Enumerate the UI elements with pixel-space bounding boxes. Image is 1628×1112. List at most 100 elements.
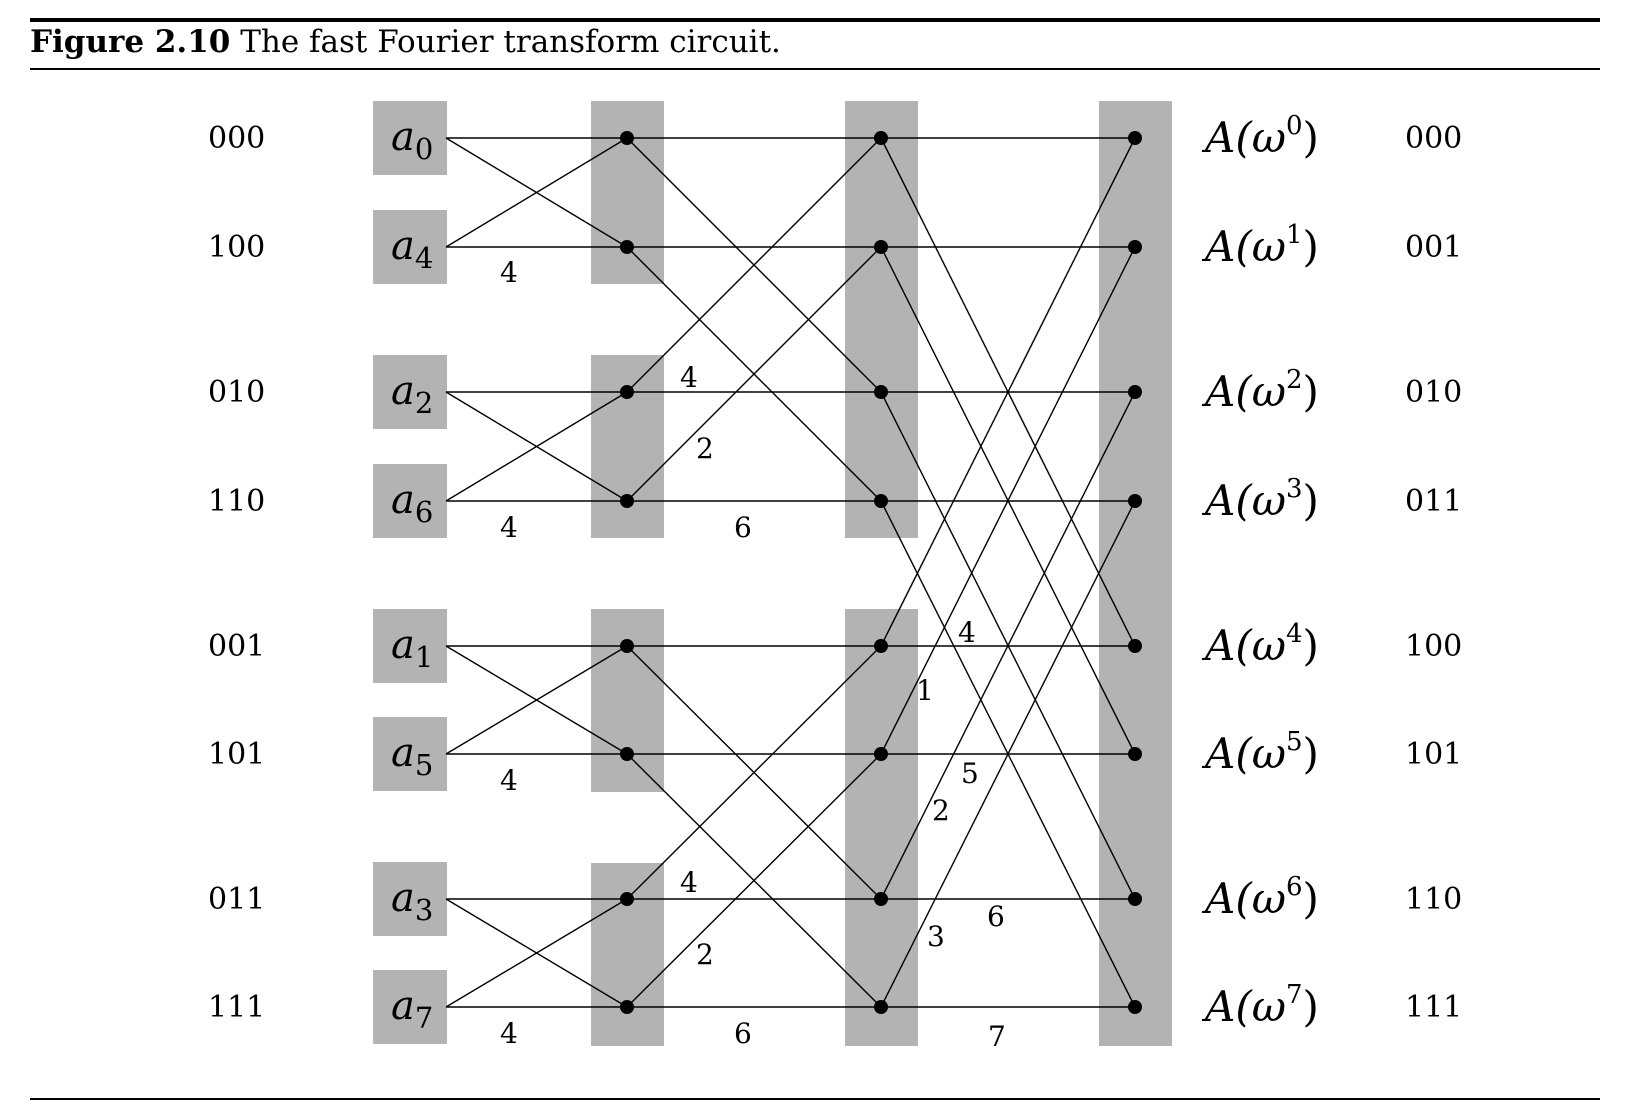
output-prefix: A(ω xyxy=(1201,113,1286,162)
output-label-1: A(ω1) xyxy=(1201,220,1319,271)
right-index-1: 001 xyxy=(1405,230,1462,265)
input-label-1: a4 xyxy=(391,223,433,275)
stage1-box-0 xyxy=(591,101,664,284)
input-label-5: a5 xyxy=(391,730,433,782)
weight-s3-0: 4 xyxy=(958,616,976,649)
node-s2-7 xyxy=(874,1000,888,1014)
input-subscript: 0 xyxy=(415,132,433,166)
input-label-0: a0 xyxy=(391,114,433,166)
left-index-2: 010 xyxy=(208,375,265,410)
node-s2-2 xyxy=(874,385,888,399)
input-base: a xyxy=(391,477,415,523)
weight-s2-0: 4 xyxy=(680,361,698,394)
left-index-1: 100 xyxy=(208,230,265,265)
input-label-7: a7 xyxy=(391,983,433,1035)
output-superscript: 0 xyxy=(1286,111,1303,141)
output-suffix: ) xyxy=(1303,621,1319,670)
right-index-7: 111 xyxy=(1405,990,1462,1025)
node-s1-2 xyxy=(620,385,634,399)
stage3-box xyxy=(1099,101,1172,1046)
figure-title: The fast Fourier transform circuit. xyxy=(230,24,781,60)
input-base: a xyxy=(391,875,415,921)
output-suffix: ) xyxy=(1303,113,1319,162)
node-s2-5 xyxy=(874,747,888,761)
right-index-0: 000 xyxy=(1405,121,1462,156)
weight-s3-1: 1 xyxy=(916,674,934,707)
output-superscript: 7 xyxy=(1286,980,1303,1010)
input-label-2: a2 xyxy=(391,368,433,420)
node-s3-1 xyxy=(1128,240,1142,254)
output-label-3: A(ω3) xyxy=(1201,474,1319,525)
output-suffix: ) xyxy=(1303,982,1319,1031)
weight-s2-2: 6 xyxy=(734,511,752,544)
wire-s3-7-cross xyxy=(880,500,1136,1008)
output-suffix: ) xyxy=(1303,729,1319,778)
output-superscript: 6 xyxy=(1286,872,1303,902)
figure-label: Figure 2.10 xyxy=(30,24,231,60)
left-index-6: 011 xyxy=(208,882,265,917)
left-index-3: 110 xyxy=(208,484,265,519)
wire-s1-3-cross xyxy=(445,391,628,502)
node-s1-3 xyxy=(620,494,634,508)
wire-s1-1-cross xyxy=(445,137,628,248)
output-prefix: A(ω xyxy=(1201,874,1286,923)
node-s3-6 xyxy=(1128,892,1142,906)
output-prefix: A(ω xyxy=(1201,982,1286,1031)
input-base: a xyxy=(391,730,415,776)
node-s1-5 xyxy=(620,747,634,761)
output-prefix: A(ω xyxy=(1201,729,1286,778)
input-box-6 xyxy=(373,862,447,936)
input-subscript: 6 xyxy=(415,495,433,529)
weight-s3-2: 5 xyxy=(961,757,979,790)
node-s1-0 xyxy=(620,131,634,145)
wire-s2-2-cross xyxy=(626,137,882,393)
node-s1-6 xyxy=(620,892,634,906)
input-box-7 xyxy=(373,970,447,1044)
top-rule xyxy=(30,18,1600,22)
stage1-box-2 xyxy=(591,609,664,792)
input-subscript: 1 xyxy=(415,640,433,674)
input-label-3: a6 xyxy=(391,477,433,529)
left-index-5: 101 xyxy=(208,737,265,772)
weight-s2-4: 2 xyxy=(696,938,714,971)
wire-s2-3-cross xyxy=(626,246,882,502)
weight-s2-3: 4 xyxy=(680,866,698,899)
figure-caption: Figure 2.10 The fast Fourier transform c… xyxy=(30,24,781,60)
wire-s2-6-cross xyxy=(626,645,882,900)
circuit-wires xyxy=(445,137,1136,1008)
stage1-box-3 xyxy=(591,863,664,1046)
output-label-0: A(ω0) xyxy=(1201,111,1319,162)
input-box-4 xyxy=(373,609,447,683)
input-box-1 xyxy=(373,210,447,284)
right-index-6: 110 xyxy=(1405,882,1462,917)
input-label-4: a1 xyxy=(391,622,433,674)
weight-s2-5: 6 xyxy=(734,1017,752,1050)
output-superscript: 5 xyxy=(1286,727,1303,757)
node-s1-7 xyxy=(620,1000,634,1014)
node-s2-1 xyxy=(874,240,888,254)
output-prefix: A(ω xyxy=(1201,476,1286,525)
stage2-box-0 xyxy=(845,101,918,538)
input-base: a xyxy=(391,368,415,414)
output-suffix: ) xyxy=(1303,222,1319,271)
left-index-0: 000 xyxy=(208,121,265,156)
node-s2-3 xyxy=(874,494,888,508)
input-box-5 xyxy=(373,717,447,791)
stage-boxes xyxy=(373,101,1172,1046)
output-label-5: A(ω5) xyxy=(1201,727,1319,778)
wire-s1-7-cross xyxy=(445,898,628,1008)
input-subscript: 7 xyxy=(415,1001,433,1035)
input-base: a xyxy=(391,622,415,668)
right-index-4: 100 xyxy=(1405,629,1462,664)
output-label-7: A(ω7) xyxy=(1201,980,1319,1031)
output-label-2: A(ω2) xyxy=(1201,365,1319,416)
weight-s1-3: 4 xyxy=(500,1017,518,1050)
output-superscript: 3 xyxy=(1286,474,1303,504)
output-superscript: 2 xyxy=(1286,365,1303,395)
output-suffix: ) xyxy=(1303,874,1319,923)
node-s3-0 xyxy=(1128,131,1142,145)
input-subscript: 3 xyxy=(415,893,433,927)
right-index-5: 101 xyxy=(1405,737,1462,772)
node-s3-2 xyxy=(1128,385,1142,399)
